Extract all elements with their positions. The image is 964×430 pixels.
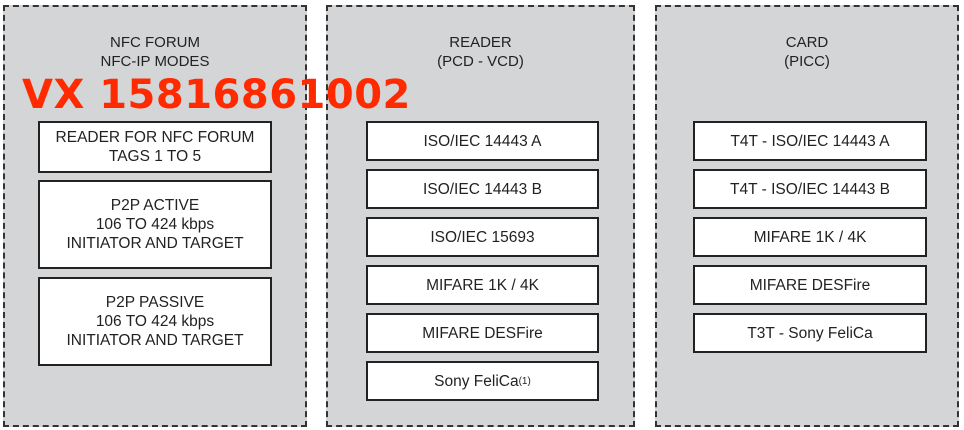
mode-box: P2P PASSIVE 106 TO 424 kbps INITIATOR AN… — [38, 277, 272, 366]
overlay-text: VX 15816861002 — [22, 72, 411, 118]
card-box: MIFARE DESFire — [693, 265, 927, 305]
card-box: T3T - Sony FeliCa — [693, 313, 927, 353]
reader-box: MIFARE 1K / 4K — [366, 265, 599, 305]
reader-box: MIFARE DESFire — [366, 313, 599, 353]
card-box: MIFARE 1K / 4K — [693, 217, 927, 257]
panel-title: READER (PCD - VCD) — [437, 34, 524, 70]
reader-box-label: Sony FeliCa — [434, 372, 519, 390]
reader-panel: READER (PCD - VCD) ISO/IEC 14443 A ISO/I… — [326, 5, 635, 427]
reader-box: ISO/IEC 14443 A — [366, 121, 599, 161]
card-panel: CARD (PICC) T4T - ISO/IEC 14443 A T4T - … — [655, 5, 959, 427]
nfc-forum-panel: NFC FORUM NFC-IP MODES READER FOR NFC FO… — [3, 5, 307, 427]
card-box: T4T - ISO/IEC 14443 A — [693, 121, 927, 161]
mode-box: P2P ACTIVE 106 TO 424 kbps INITIATOR AND… — [38, 180, 272, 269]
reader-box: ISO/IEC 15693 — [366, 217, 599, 257]
reader-box: Sony FeliCa(1) — [366, 361, 599, 401]
mode-box: READER FOR NFC FORUM TAGS 1 TO 5 — [38, 121, 272, 173]
panel-title: NFC FORUM NFC-IP MODES — [100, 34, 210, 70]
panel-title: CARD (PICC) — [784, 34, 830, 70]
footnote-mark: (1) — [518, 375, 531, 387]
card-box: T4T - ISO/IEC 14443 B — [693, 169, 927, 209]
reader-box: ISO/IEC 14443 B — [366, 169, 599, 209]
